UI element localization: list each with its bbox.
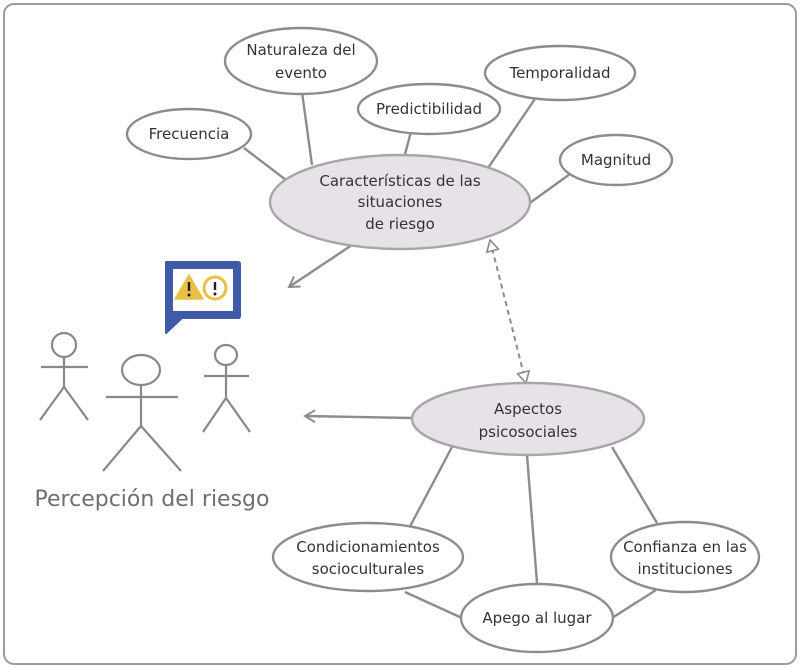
edge-temporalidad [487, 92, 540, 169]
node-predictibilidad-line1: Predictibilidad [376, 100, 482, 118]
arrow-caracteristicas-to-perception [287, 244, 353, 289]
person-icon-center [102, 353, 182, 472]
node-naturaleza-line2: evento [275, 64, 327, 82]
node-confianza: Confianza en las instituciones [609, 520, 761, 594]
node-frecuencia: Frecuencia [125, 107, 253, 161]
node-caracteristicas-line2: situaciones [358, 193, 443, 211]
speech-bubble-icon [165, 261, 241, 334]
node-temporalidad-line1: Temporalidad [508, 64, 610, 82]
dashed-bidirectional-link [490, 240, 526, 383]
edge-confianza [610, 446, 659, 524]
node-naturaleza-line1: Naturaleza del [246, 41, 355, 59]
edge-apego [525, 454, 539, 584]
node-caracteristicas: Características de las situaciones de ri… [268, 153, 532, 251]
node-aspectos-line1: Aspectos [494, 400, 562, 418]
node-magnitud-line1: Magnitud [581, 151, 651, 169]
node-condicionamientos-line2: socioculturales [312, 560, 425, 578]
perception-label: Percepción del riesgo [35, 487, 270, 512]
node-frecuencia-line1: Frecuencia [149, 125, 230, 143]
node-naturaleza: Naturaleza del evento [223, 26, 379, 96]
person-icon-right [202, 343, 251, 433]
node-apego-line1: Apego al lugar [482, 609, 592, 627]
node-caracteristicas-line3: de riesgo [365, 215, 435, 233]
warning-triangle-icon [174, 274, 204, 300]
person-icon-left [39, 331, 89, 421]
edge-condicionamientos-apego [404, 590, 463, 620]
edge-apego-confianza [611, 588, 657, 620]
edge-condicionamientos [404, 446, 454, 535]
node-confianza-line2: instituciones [637, 560, 732, 578]
node-condicionamientos-line1: Condicionamientos [296, 538, 440, 556]
node-apego: Apego al lugar [459, 582, 615, 654]
arrow-aspectos-to-perception [303, 409, 413, 424]
edge-magnitud [526, 173, 571, 206]
node-condicionamientos: Condicionamientos socioculturales [271, 521, 465, 593]
edge-frecuencia [243, 147, 291, 184]
node-predictibilidad: Predictibilidad [356, 82, 502, 136]
node-confianza-line1: Confianza en las [623, 538, 747, 556]
node-caracteristicas-line1: Características de las [319, 172, 480, 190]
node-aspectos-line2: psicosociales [479, 423, 578, 441]
node-temporalidad: Temporalidad [483, 44, 637, 102]
node-aspectos: Aspectos psicosociales [410, 381, 646, 457]
exclamation-circle-icon [202, 275, 228, 301]
node-magnitud: Magnitud [558, 133, 674, 187]
edge-naturaleza [300, 91, 314, 166]
